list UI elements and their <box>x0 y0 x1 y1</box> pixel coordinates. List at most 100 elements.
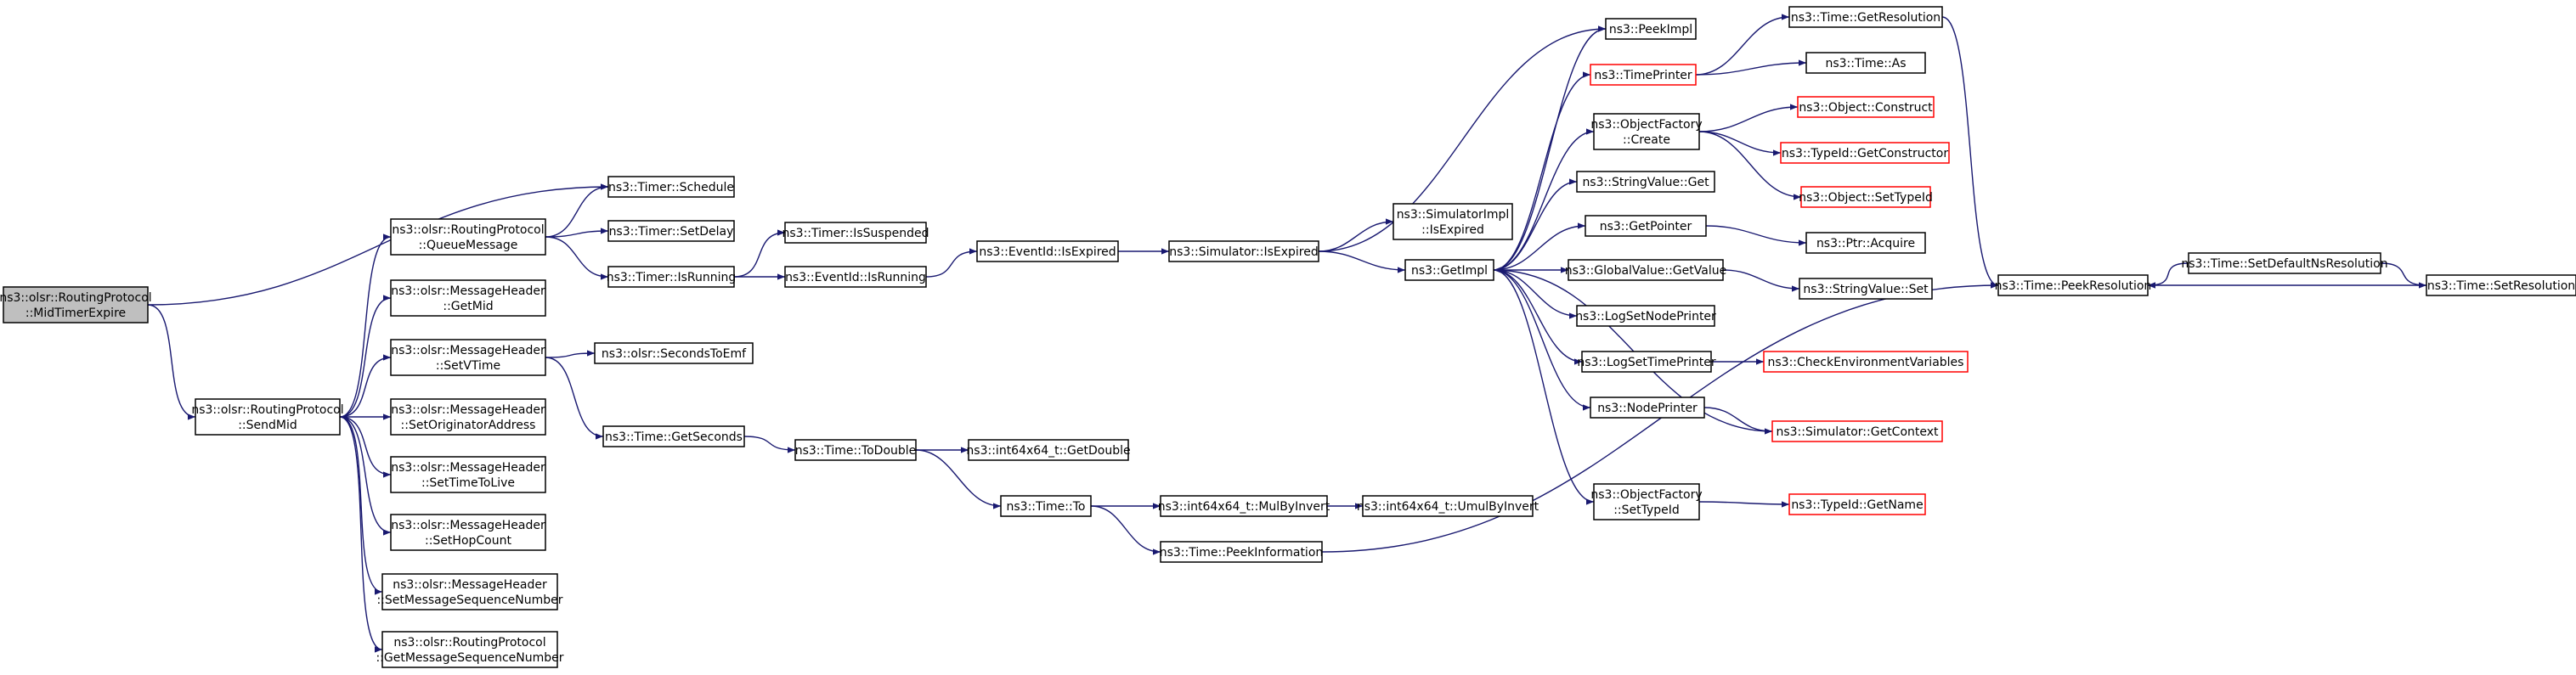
node-box <box>1160 541 1323 563</box>
graph-node[interactable]: ns3::ObjectFactory::SetTypeId <box>1590 483 1703 520</box>
graph-node[interactable]: ns3::Timer::IsSuspended <box>782 222 929 244</box>
graph-node[interactable]: ns3::Time::PeekInformation <box>1160 541 1324 563</box>
graph-node[interactable]: ns3::Timer::IsRunning <box>607 266 737 288</box>
node-box <box>607 220 735 242</box>
node-label: ns3::olsr::MessageHeader <box>391 284 545 298</box>
graph-node[interactable]: ns3::EventId::IsRunning <box>784 266 927 288</box>
graph-node[interactable]: ns3::olsr::MessageHeader::SetVTime <box>390 339 546 376</box>
node-label: ns3::LogSetNodePrinter <box>1575 310 1716 323</box>
node-box <box>390 218 546 256</box>
graph-node[interactable]: ns3::StringValue::Get <box>1576 171 1715 193</box>
graph-node[interactable]: ns3::Ptr::Acquire <box>1805 232 1926 254</box>
node-label: ns3::PeekImpl <box>1609 23 1692 37</box>
graph-node[interactable]: ns3::GlobalValue::GetValue <box>1565 259 1726 281</box>
graph-node[interactable]: ns3::int64x64_t::MulByInvert <box>1158 495 1330 517</box>
edge-n18-to-n29 <box>1493 128 1595 271</box>
node-box <box>1763 351 1969 373</box>
graph-node[interactable]: ns3::Time::ToDouble <box>794 439 917 461</box>
edges-layer <box>147 14 2427 653</box>
edge-n29-to-n40 <box>1698 131 1782 156</box>
node-label: ns3::Time::PeekResolution <box>1995 279 2152 293</box>
node-label: ns3::int64x64_t::MulByInvert <box>1158 500 1330 514</box>
graph-node[interactable]: ns3::Timer::SetDelay <box>607 220 735 242</box>
node-label: ns3::StringValue::Set <box>1803 283 1929 296</box>
node-label: ns3::Ptr::Acquire <box>1816 237 1915 250</box>
node-label: ns3::olsr::MessageHeader <box>391 344 545 357</box>
edge-n36-to-n46 <box>1698 501 1790 508</box>
graph-node[interactable]: ns3::Time::GetSeconds <box>602 425 745 447</box>
graph-node[interactable]: ns3::olsr::RoutingProtocol::MidTimerExpi… <box>0 286 152 323</box>
node-box <box>1000 495 1092 517</box>
graph-node[interactable]: ns3::EventId::IsExpired <box>976 240 1119 262</box>
graph-node[interactable]: ns3::olsr::MessageHeader::SetOriginatorA… <box>390 398 546 436</box>
graph-node[interactable]: ns3::olsr::MessageHeader::SetHopCount <box>390 514 546 551</box>
edge-n1-to-n3 <box>339 233 392 418</box>
graph-node[interactable]: ns3::Time::PeekResolution <box>1995 274 2152 296</box>
graph-node[interactable]: ns3::TimePrinter <box>1590 64 1697 86</box>
node-label: ::SetMessageSequenceNumber <box>376 593 562 607</box>
node-box <box>390 456 546 493</box>
graph-node[interactable]: ns3::olsr::RoutingProtocol::QueueMessage <box>390 218 546 256</box>
graph-node[interactable]: ns3::int64x64_t::GetDouble <box>966 439 1131 461</box>
node-label: ns3::GlobalValue::GetValue <box>1565 264 1726 278</box>
graph-node[interactable]: ns3::ObjectFactory::Create <box>1590 113 1703 150</box>
edge-n16-to-n17 <box>1318 218 1394 252</box>
graph-node[interactable]: ns3::olsr::SecondsToEmf <box>594 342 754 364</box>
graph-node[interactable]: ns3::olsr::MessageHeader::GetMid <box>390 279 546 317</box>
graph-node[interactable]: ns3::CheckEnvironmentVariables <box>1763 351 1969 373</box>
edge-n18-to-n28 <box>1493 71 1591 271</box>
graph-node[interactable]: ns3::GetPointer <box>1585 215 1707 237</box>
edge-n37-to-n47 <box>1941 16 1999 289</box>
graph-node[interactable]: ns3::LogSetTimePrinter <box>1577 351 1716 373</box>
graph-node[interactable]: ns3::Time::To <box>1000 495 1092 517</box>
node-label: ::SetTypeId <box>1613 503 1680 517</box>
edge-n5-to-n20 <box>545 357 604 440</box>
node-label: ::SetOriginatorAddress <box>401 419 536 432</box>
node-label: ns3::olsr::MessageHeader <box>391 519 545 532</box>
graph-node[interactable]: ns3::TypeId::GetName <box>1788 493 1926 515</box>
graph-node[interactable]: ns3::PeekImpl <box>1605 18 1697 40</box>
graph-node[interactable]: ns3::Time::SetResolution <box>2426 274 2576 296</box>
graph-node[interactable]: ns3::Time::SetDefaultNsResolution <box>2181 252 2388 274</box>
graph-node[interactable]: ns3::olsr::RoutingProtocol::GetMessageSe… <box>376 631 564 668</box>
graph-node[interactable]: ns3::Object::SetTypeId <box>1799 186 1933 208</box>
node-label: ns3::int64x64_t::UmulByInvert <box>1357 500 1539 514</box>
node-label: ::QueueMessage <box>419 239 518 252</box>
node-box <box>784 266 927 288</box>
node-label: ns3::SimulatorImpl <box>1397 208 1510 222</box>
graph-node[interactable]: ns3::Simulator::GetContext <box>1771 420 1943 442</box>
graph-node[interactable]: ns3::Simulator::IsExpired <box>1168 240 1319 262</box>
graph-node[interactable]: ns3::StringValue::Set <box>1799 278 1933 300</box>
edge-n26-to-n47 <box>1321 282 1999 553</box>
graph-node[interactable]: ns3::olsr::MessageHeader::SetTimeToLive <box>390 456 546 493</box>
node-label: ns3::TimePrinter <box>1594 69 1692 82</box>
node-box <box>1800 186 1931 208</box>
node-box <box>390 279 546 317</box>
node-box <box>976 240 1119 262</box>
graph-node[interactable]: ns3::Time::As <box>1805 52 1926 74</box>
node-label: ns3::GetImpl <box>1411 264 1488 278</box>
graph-node[interactable]: ns3::Time::GetResolution <box>1788 6 1943 28</box>
graph-node[interactable]: ns3::Object::Construct <box>1797 96 1935 118</box>
graph-node[interactable]: ns3::Timer::Schedule <box>607 176 735 198</box>
graph-node[interactable]: ns3::GetImpl <box>1404 259 1494 281</box>
graph-node[interactable]: ns3::SimulatorImpl::IsExpired <box>1393 203 1513 240</box>
node-label: ns3::olsr::RoutingProtocol <box>0 291 152 305</box>
node-label: ns3::EventId::IsExpired <box>979 245 1116 259</box>
node-label: ns3::Time::GetSeconds <box>605 430 743 444</box>
graph-node[interactable]: ns3::NodePrinter <box>1590 397 1705 419</box>
graph-node[interactable]: ns3::olsr::RoutingProtocol::SendMid <box>191 398 344 436</box>
graph-node[interactable]: ns3::LogSetNodePrinter <box>1575 305 1716 327</box>
node-label: ns3::NodePrinter <box>1597 402 1698 415</box>
graph-node[interactable]: ns3::olsr::MessageHeader::SetMessageSequ… <box>376 573 563 610</box>
node-box <box>390 339 546 376</box>
graph-node[interactable]: ns3::int64x64_t::UmulByInvert <box>1357 495 1539 517</box>
graph-node[interactable]: ns3::TypeId::GetConstructor <box>1780 142 1950 164</box>
node-label: ns3::Time::GetResolution <box>1791 11 1940 25</box>
node-label: ns3::olsr::MessageHeader <box>393 578 547 592</box>
edge-n29-to-n39 <box>1698 104 1799 132</box>
node-box <box>1576 305 1715 327</box>
node-label: ns3::olsr::MessageHeader <box>391 403 545 417</box>
node-label: ns3::olsr::RoutingProtocol <box>191 403 343 417</box>
node-box <box>390 398 546 436</box>
